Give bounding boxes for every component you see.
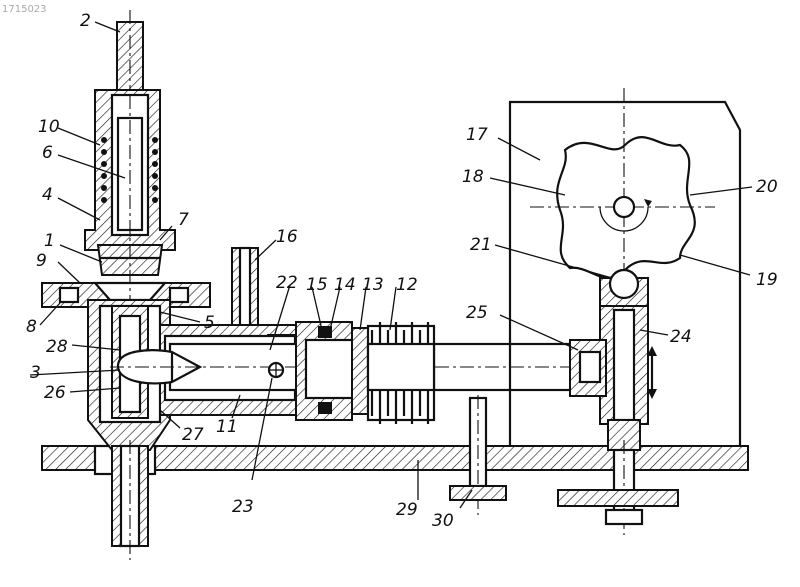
callout-25: 25 xyxy=(466,303,488,323)
watermark-text: 1715023 xyxy=(2,4,47,15)
callout-10: 10 xyxy=(38,117,60,137)
callout-18: 18 xyxy=(462,167,484,187)
callout-3: 3 xyxy=(30,363,41,383)
callout-1: 1 xyxy=(44,231,55,251)
callout-15: 15 xyxy=(306,275,328,295)
callout-30: 30 xyxy=(432,511,454,531)
callout-23: 23 xyxy=(232,497,254,517)
callout-12: 12 xyxy=(396,275,418,295)
callout-28: 28 xyxy=(46,337,68,357)
nut-assembly xyxy=(296,322,368,420)
callout-11: 11 xyxy=(216,417,238,437)
callout-27: 27 xyxy=(182,425,204,445)
callout-13: 13 xyxy=(362,275,384,295)
callout-7: 7 xyxy=(178,210,189,230)
callout-4: 4 xyxy=(42,185,53,205)
callout-24: 24 xyxy=(670,327,692,347)
callout-22: 22 xyxy=(276,273,298,293)
callout-26: 26 xyxy=(44,383,66,403)
callout-6: 6 xyxy=(42,143,53,163)
callout-16: 16 xyxy=(276,227,298,247)
callout-5: 5 xyxy=(204,313,215,333)
callout-14: 14 xyxy=(334,275,356,295)
callout-8: 8 xyxy=(26,317,37,337)
callout-9: 9 xyxy=(36,251,47,271)
callout-2: 2 xyxy=(80,11,91,31)
callout-29: 29 xyxy=(396,500,418,520)
bellows xyxy=(368,322,434,424)
valve-body xyxy=(42,10,210,560)
callout-19: 19 xyxy=(756,270,778,290)
callout-20: 20 xyxy=(756,177,778,197)
callout-17: 17 xyxy=(466,125,488,145)
callout-21: 21 xyxy=(470,235,492,255)
